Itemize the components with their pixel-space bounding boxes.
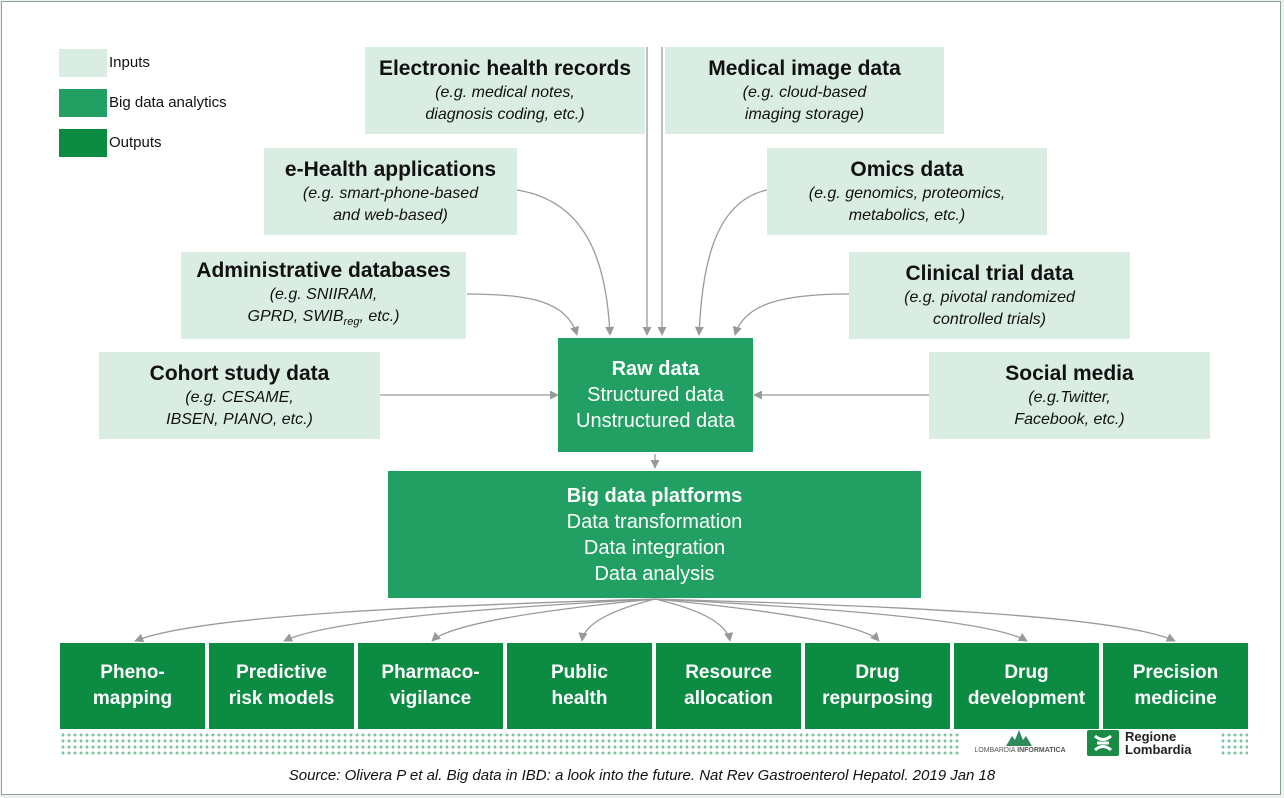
input-admin: Administrative databases (e.g. SNIIRAM, G… xyxy=(181,252,466,339)
input-cohort-line-2: IBSEN, PIANO, etc.) xyxy=(166,410,313,428)
input-omics-title: Omics data xyxy=(850,157,964,181)
input-cohort-line-1: (e.g. CESAME, xyxy=(185,388,294,406)
input-omics: Omics data (e.g. genomics, proteomics, me… xyxy=(767,148,1047,235)
arrow-out-6 xyxy=(654,598,880,642)
dotted-band-right xyxy=(1220,732,1248,756)
input-image-line-2: imaging storage) xyxy=(744,105,865,123)
input-ehealth-line-2: and web-based) xyxy=(333,206,448,224)
platforms-title: Big data platforms xyxy=(566,484,743,507)
input-admin-line-2: GPRD, SWIB xyxy=(247,307,344,325)
input-ehr-line-2: diagnosis coding, etc.) xyxy=(425,105,585,123)
legend-swatch-analytics xyxy=(59,89,107,117)
output-predictive-line-2: risk models xyxy=(228,688,335,709)
legend-swatch-inputs xyxy=(59,49,107,77)
output-drug-development: Drug development xyxy=(954,643,1099,729)
input-ehr-line-1: (e.g. medical notes, xyxy=(435,83,575,101)
arrow-out-2 xyxy=(283,598,656,642)
legend-label-analytics: Big data analytics xyxy=(109,94,227,111)
input-omics-line-1: (e.g. genomics, proteomics, xyxy=(808,184,1006,202)
source-citation: Source: Olivera P et al. Big data in IBD… xyxy=(288,767,996,784)
input-image-title: Medical image data xyxy=(708,56,901,80)
raw-data-box: Raw data Structured data Unstructured da… xyxy=(558,338,753,452)
input-social-title: Social media xyxy=(1005,361,1134,385)
input-social-line-1: (e.g.Twitter, xyxy=(1028,388,1111,406)
output-development-line-1: Drug xyxy=(1004,662,1049,683)
dotted-band-left xyxy=(60,732,960,756)
platforms-box: Big data platforms Data transformation D… xyxy=(388,471,921,598)
output-precision-line-2: medicine xyxy=(1134,688,1217,709)
arrow-out-7 xyxy=(654,598,1028,642)
output-predictive-risk: Predictive risk models xyxy=(209,643,354,729)
regione-text: Regione xyxy=(1125,729,1177,744)
arrow-out-3 xyxy=(431,598,656,642)
platforms-line-2: Data integration xyxy=(583,536,726,559)
output-phenomapping-line-2: mapping xyxy=(92,688,173,709)
arrow-out-4 xyxy=(578,598,656,642)
platforms-line-3: Data analysis xyxy=(594,562,715,585)
output-predictive-line-1: Predictive xyxy=(236,662,327,683)
input-cohort: Cohort study data (e.g. CESAME, IBSEN, PI… xyxy=(99,352,380,439)
input-image: Medical image data (e.g. cloud-based imag… xyxy=(665,47,944,134)
input-omics-line-2: metabolics, etc.) xyxy=(848,206,966,224)
input-admin-title: Administrative databases xyxy=(196,258,451,282)
lombardia-informatica-emblem-icon xyxy=(1006,730,1032,746)
input-social: Social media (e.g.Twitter, Facebook, etc.… xyxy=(929,352,1210,439)
arrow-out-5 xyxy=(654,598,734,642)
input-ehealth-title: e-Health applications xyxy=(284,157,497,181)
arrow-admin xyxy=(466,293,579,336)
arrow-out-1 xyxy=(134,598,656,643)
output-precision-medicine: Precision medicine xyxy=(1103,643,1248,729)
output-pharmacovigilance: Pharmaco- vigilance xyxy=(358,643,503,729)
regione-lombardia-emblem-icon xyxy=(1087,730,1119,756)
input-ehr: Electronic health records (e.g. medical … xyxy=(365,47,645,134)
input-clinical-line-2: controlled trials) xyxy=(933,310,1046,328)
lombardia-text: Lombardia xyxy=(1125,742,1192,757)
output-resource-line-2: allocation xyxy=(684,688,773,709)
input-ehr-title: Electronic health records xyxy=(378,56,632,80)
input-social-line-2: Facebook, etc.) xyxy=(1014,410,1125,428)
arrow-clinical xyxy=(732,293,850,336)
raw-data-title: Raw data xyxy=(611,358,700,380)
input-admin-subscript: reg xyxy=(343,316,360,329)
arrow-omics xyxy=(694,189,768,336)
output-public-line-1: Public xyxy=(550,662,608,683)
input-clinical: Clinical trial data (e.g. pivotal random… xyxy=(849,252,1130,339)
output-precision-line-1: Precision xyxy=(1132,662,1219,683)
input-clinical-title: Clinical trial data xyxy=(905,261,1074,285)
lombardia-informatica-logo: LOMBARDIA INFORMATICA xyxy=(964,728,1076,758)
lombardia-informatica-text-1: LOMBARDIA xyxy=(974,747,1018,754)
arrow-out-8 xyxy=(654,598,1176,642)
lombardia-informatica-text-2: INFORMATICA xyxy=(1017,747,1066,754)
legend-label-inputs: Inputs xyxy=(109,54,150,71)
output-public-line-2: health xyxy=(551,688,608,709)
input-ehealth-line-1: (e.g. smart-phone-based xyxy=(302,184,479,202)
input-admin-line-3: , etc.) xyxy=(359,307,400,325)
output-development-line-2: development xyxy=(967,688,1086,709)
input-admin-line-1: (e.g. SNIIRAM, xyxy=(269,285,378,303)
regione-lombardia-logo: Regione Lombardia xyxy=(1087,729,1215,757)
legend-label-outputs: Outputs xyxy=(109,134,162,151)
output-repurposing-line-1: Drug xyxy=(855,662,900,683)
output-resource-line-1: Resource xyxy=(685,662,772,683)
input-cohort-title: Cohort study data xyxy=(149,361,330,385)
raw-data-line-1: Structured data xyxy=(587,384,724,406)
input-image-line-1: (e.g. cloud-based xyxy=(742,83,867,101)
platforms-line-1: Data transformation xyxy=(566,510,743,533)
output-repurposing-line-2: repurposing xyxy=(822,688,933,709)
legend-swatch-outputs xyxy=(59,129,107,157)
input-clinical-line-1: (e.g. pivotal randomized xyxy=(904,288,1075,306)
output-resource-allocation: Resource allocation xyxy=(656,643,801,729)
output-phenomapping-line-1: Pheno- xyxy=(100,662,165,683)
output-phenomapping: Pheno- mapping xyxy=(60,643,205,729)
output-pharmaco-line-1: Pharmaco- xyxy=(381,662,480,683)
input-ehealth: e-Health applications (e.g. smart-phone-… xyxy=(264,148,517,235)
raw-data-line-2: Unstructured data xyxy=(576,410,735,432)
output-pharmaco-line-2: vigilance xyxy=(389,688,472,709)
output-public-health: Public health xyxy=(507,643,652,729)
arrow-ehealth xyxy=(516,189,615,336)
output-drug-repurposing: Drug repurposing xyxy=(805,643,950,729)
